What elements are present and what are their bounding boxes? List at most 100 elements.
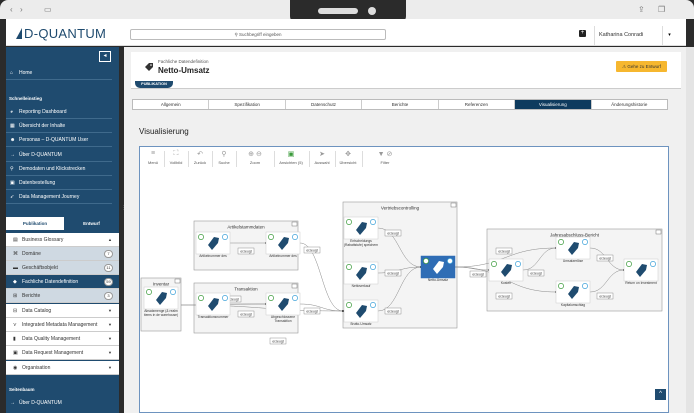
node-absatz[interactable] bbox=[143, 286, 179, 310]
node-kapital[interactable] bbox=[555, 280, 591, 304]
scrollbar[interactable] bbox=[686, 47, 694, 413]
node-brutto[interactable] bbox=[343, 299, 379, 323]
status-icon bbox=[146, 289, 152, 295]
tabs-icon[interactable]: ❐ bbox=[658, 5, 666, 14]
label: Demodaten und Klickstrecken bbox=[19, 166, 86, 172]
tab-visualization[interactable]: Visualisierung bbox=[515, 100, 592, 109]
status-icon bbox=[346, 302, 352, 308]
node-trn1[interactable] bbox=[195, 292, 231, 316]
group-title: Vertriebscontrolling bbox=[381, 206, 420, 211]
info-icon[interactable] bbox=[370, 302, 376, 308]
sidebar-item-metadata[interactable]: ⋎Integrated Metadata Management▼ bbox=[6, 318, 119, 332]
tab-references[interactable]: Referenzen bbox=[439, 100, 516, 109]
label: Filter bbox=[380, 160, 390, 165]
search-input[interactable]: ⚲ Suchbegriff eingeben bbox=[130, 29, 386, 40]
sidebar-item-data-catalog[interactable]: ⊟Data Catalog▼ bbox=[6, 304, 119, 318]
sidebar-item-data-quality[interactable]: ▮Data Quality Management▼ bbox=[6, 332, 119, 346]
forward-icon[interactable]: › bbox=[20, 5, 23, 14]
tab-reports[interactable]: Berichte bbox=[362, 100, 439, 109]
sidebar-item-personas[interactable]: ☻Personas – D-QUANTUM User bbox=[6, 133, 112, 147]
share-icon[interactable]: ⇪ bbox=[638, 5, 645, 14]
user-menu[interactable]: Katharina Conradi bbox=[594, 26, 662, 45]
node-umsatz[interactable] bbox=[555, 236, 591, 260]
report-icon: ⊞ bbox=[13, 293, 18, 299]
sidebar-item-home[interactable]: ⌂Home bbox=[6, 66, 112, 80]
edge-label: erzeugt bbox=[527, 269, 545, 277]
filter-button[interactable]: ▼ ⊘Filter bbox=[374, 150, 396, 165]
sidebar-item-tree-about[interactable]: →Über D-QUANTUM bbox=[6, 396, 112, 410]
sidebar-item-overview[interactable]: ▦Übersicht der Inhalte bbox=[6, 119, 112, 133]
logo[interactable]: D-QUANTUM bbox=[16, 26, 106, 41]
sidebar-item-business-glossary[interactable]: ▤Business Glossary▲ bbox=[6, 233, 119, 247]
collapse-icon[interactable] bbox=[174, 278, 181, 284]
collapse-icon[interactable] bbox=[655, 229, 662, 235]
info-icon[interactable] bbox=[292, 295, 298, 301]
zoom-button[interactable]: ⊕ ⊖Zoom bbox=[241, 150, 269, 165]
label: Ansichten (5) bbox=[279, 160, 303, 165]
info-icon[interactable] bbox=[370, 219, 376, 225]
sidebar-item-data-request[interactable]: ▣Data Request Management▼ bbox=[6, 346, 119, 360]
node-kosten[interactable] bbox=[488, 258, 524, 282]
collapse-icon[interactable] bbox=[291, 283, 298, 289]
collapse-icon[interactable] bbox=[291, 221, 298, 227]
sidebar-toggle-icon[interactable]: ▭ bbox=[44, 5, 52, 14]
back-button[interactable]: ↶Zurück bbox=[191, 150, 209, 165]
info-icon[interactable] bbox=[650, 261, 656, 267]
info-icon[interactable] bbox=[292, 234, 298, 240]
go-to-draft-button[interactable]: ⚠ Gehe zu Entwurf bbox=[616, 61, 667, 72]
info-icon[interactable] bbox=[170, 289, 176, 295]
undo-icon: ↶ bbox=[197, 151, 203, 158]
section-label: Schnelleinstieg bbox=[9, 96, 43, 101]
tab-specification[interactable]: Spezifikation bbox=[209, 100, 286, 109]
collapse-sidebar-button[interactable]: ◂ bbox=[99, 51, 111, 62]
add-icon[interactable]: + bbox=[579, 30, 586, 37]
tab-history[interactable]: Änderungshistorie bbox=[611, 102, 648, 107]
node-roi[interactable] bbox=[623, 258, 659, 282]
info-icon[interactable] bbox=[222, 295, 228, 301]
info-icon[interactable] bbox=[447, 258, 453, 264]
views-button[interactable]: ▣Ansichten (5) bbox=[276, 150, 306, 165]
node-art2[interactable] bbox=[265, 231, 301, 255]
overview-button[interactable]: ✥Übersicht bbox=[338, 150, 358, 165]
node-netto[interactable] bbox=[420, 255, 456, 279]
person-icon: ◉ bbox=[13, 365, 18, 371]
logo-text: D-QUANTUM bbox=[24, 26, 107, 41]
resize-handle[interactable]: ⋮ bbox=[121, 205, 126, 211]
sidebar-item-reporting[interactable]: ◕Reporting Dashboard bbox=[6, 105, 112, 119]
clipboard-icon: ▮ bbox=[13, 336, 16, 342]
select-button[interactable]: ➤Auswahl bbox=[312, 150, 332, 165]
tab-draft[interactable]: Entwurf bbox=[83, 221, 100, 226]
info-icon[interactable] bbox=[370, 264, 376, 270]
node-netver[interactable] bbox=[343, 261, 379, 285]
sidebar-item-organisation[interactable]: ◉Organisation▼ bbox=[6, 361, 119, 375]
collapse-icon[interactable] bbox=[450, 202, 457, 208]
info-icon[interactable] bbox=[582, 239, 588, 245]
info-icon[interactable] bbox=[582, 283, 588, 289]
node-entsch[interactable] bbox=[343, 216, 379, 240]
tab-publication[interactable]: Publikation bbox=[6, 217, 64, 230]
back-icon[interactable]: ‹ bbox=[10, 5, 13, 14]
info-icon[interactable] bbox=[222, 234, 228, 240]
label: Menü bbox=[147, 160, 158, 165]
menu-button[interactable]: ≡Menü bbox=[146, 150, 160, 165]
tab-general[interactable]: Allgemein bbox=[133, 100, 210, 109]
chevron-down-icon[interactable]: ▾ bbox=[662, 26, 676, 45]
node-art1[interactable] bbox=[195, 231, 231, 255]
scroll-to-top-button[interactable]: ^ bbox=[655, 389, 666, 400]
fullscreen-button[interactable]: ⛶Vollbild bbox=[167, 150, 185, 165]
info-icon[interactable] bbox=[515, 261, 521, 267]
tab-privacy[interactable]: Datenschutz bbox=[286, 100, 363, 109]
sidebar-item-demo[interactable]: ⚲Demodaten und Klickstrecken bbox=[6, 162, 112, 176]
book-icon: ▤ bbox=[13, 237, 18, 243]
sidebar-item-journey[interactable]: ➶Data Management Journey bbox=[6, 190, 112, 204]
sidebar-item-order[interactable]: ▣Datenbestellung bbox=[6, 176, 112, 190]
search-button[interactable]: ⚲Suche bbox=[216, 150, 232, 165]
edge-label-text: erzeugt bbox=[498, 249, 509, 253]
node-trn2[interactable] bbox=[265, 292, 301, 316]
sidebar-item-about[interactable]: →Über D-QUANTUM bbox=[6, 148, 112, 162]
